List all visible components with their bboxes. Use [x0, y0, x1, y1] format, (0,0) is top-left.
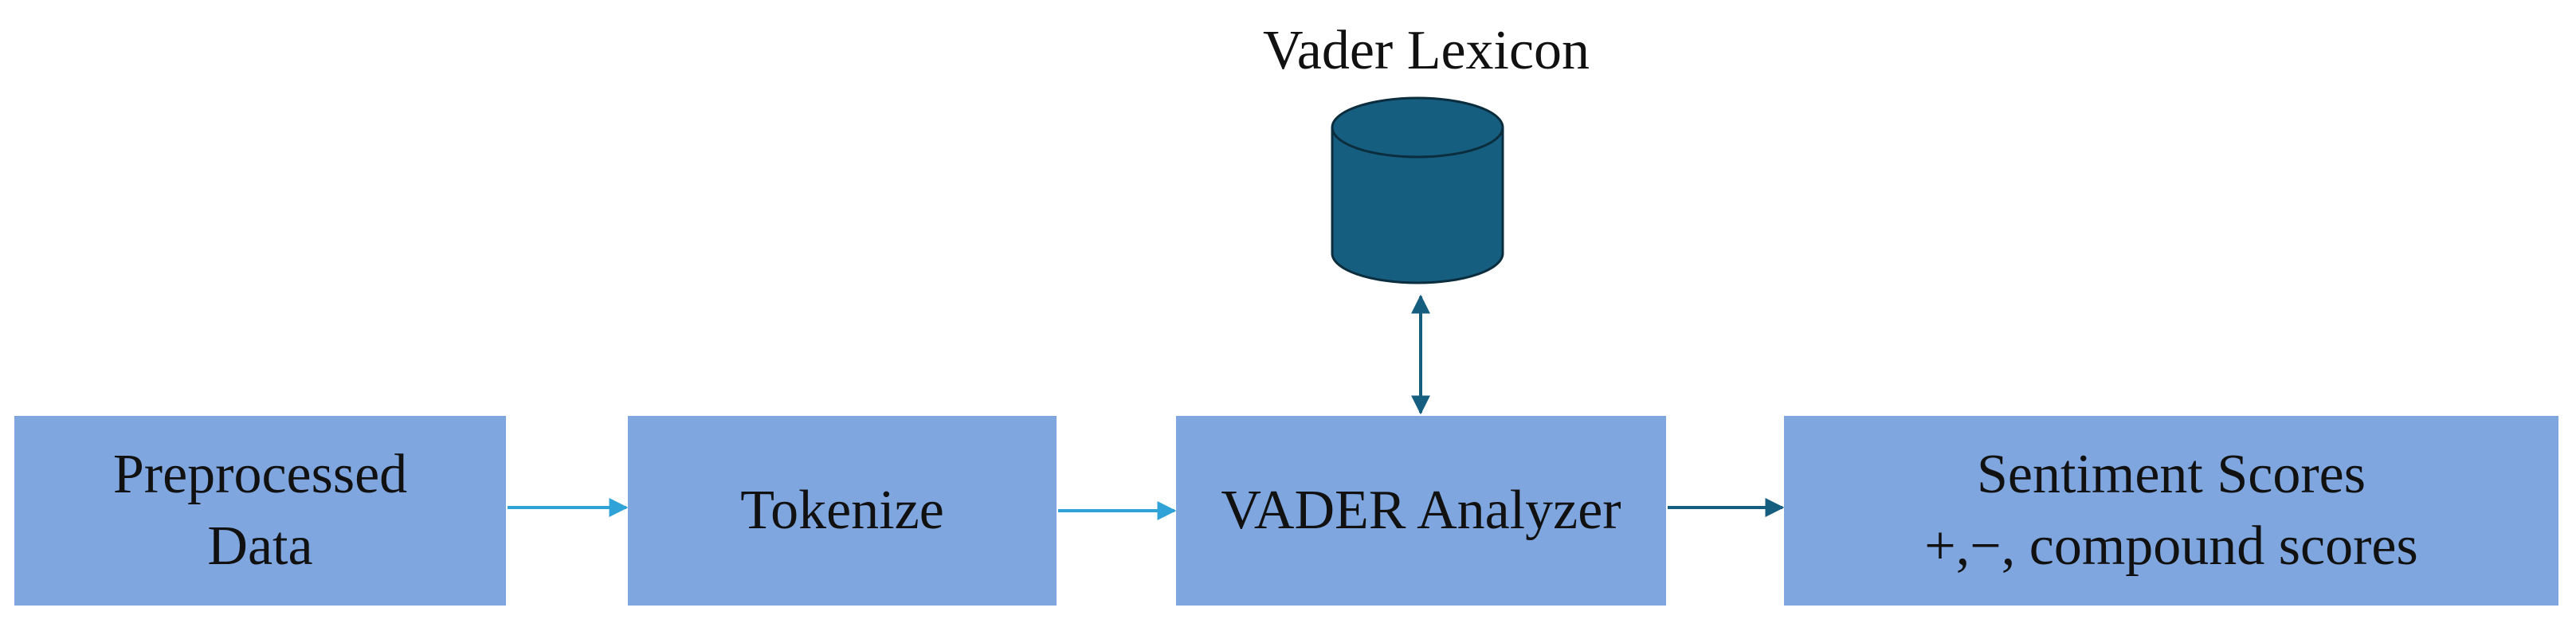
preprocessed-label-line1: Preprocessed [112, 444, 408, 505]
database-icon [1331, 96, 1504, 284]
lexicon-title: Vader Lexicon [1262, 20, 1590, 81]
tokenize-label: Tokenize [740, 480, 944, 541]
vader-analyzer-box: VADER Analyzer [1176, 416, 1666, 606]
sentiment-label-line2: +,−, compound scores [1924, 515, 2418, 577]
vader-analyzer-label: VADER Analyzer [1221, 480, 1621, 541]
preprocessed-data-box: Preprocessed Data [14, 416, 506, 606]
sentiment-scores-box: Sentiment Scores +,−, compound scores [1784, 416, 2558, 606]
sentiment-label-line1: Sentiment Scores [1977, 444, 2366, 505]
preprocessed-label-line2: Data [207, 515, 313, 577]
tokenize-box: Tokenize [628, 416, 1057, 606]
